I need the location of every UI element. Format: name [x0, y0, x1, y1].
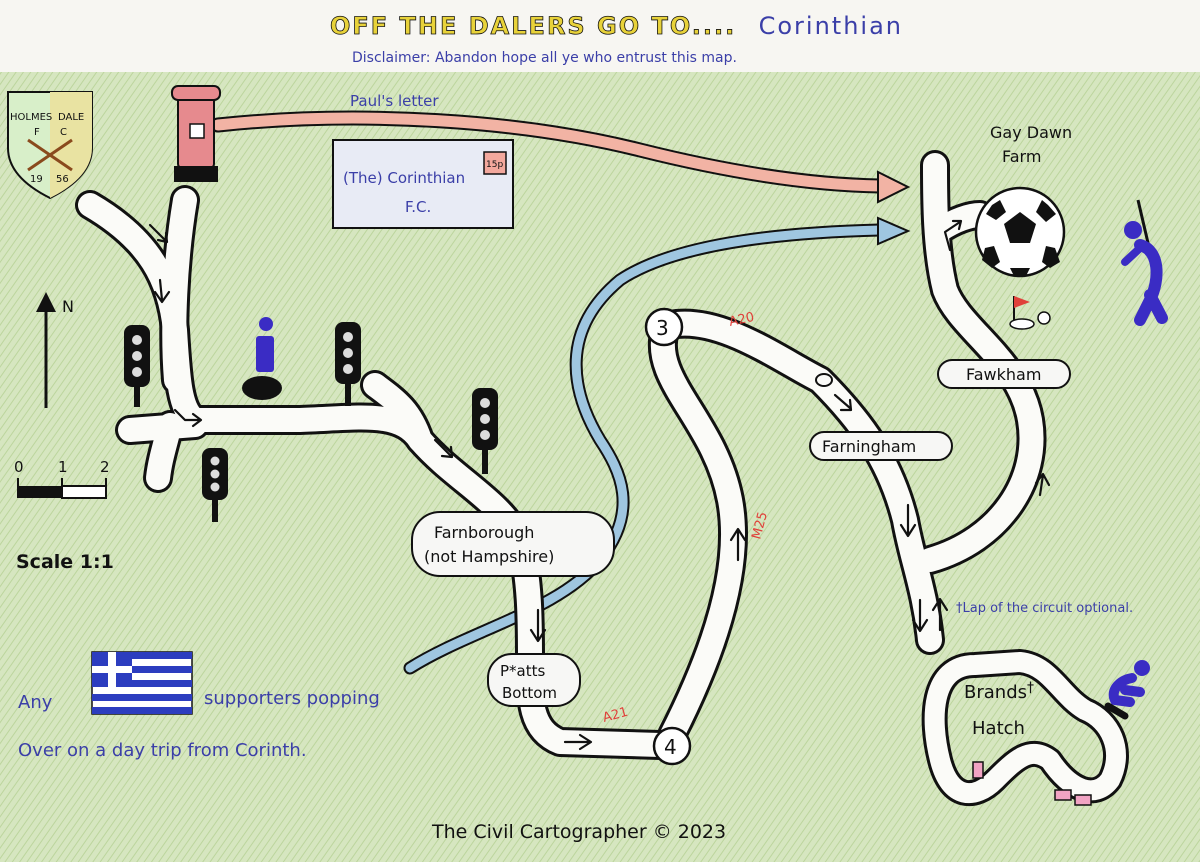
golf-flag-icon	[1009, 296, 1051, 330]
credit: The Civil Cartographer © 2023	[431, 821, 726, 843]
junction-3-marker: 3	[644, 307, 684, 347]
greek-note-any: Any	[18, 692, 53, 713]
farnborough-label-2: (not Hampshire)	[424, 547, 554, 566]
svg-text:F: F	[34, 127, 40, 138]
a20-label: A20	[728, 310, 756, 330]
svg-text:HOLMES: HOLMES	[10, 112, 52, 123]
scale-tick-2: 2	[100, 458, 110, 476]
football-icon	[974, 186, 1066, 278]
svg-text:4: 4	[664, 735, 677, 759]
gay-dawn-farm-label-2: Farm	[1002, 147, 1041, 166]
scale-bar: 0 1 2 Scale 1:1	[14, 458, 114, 573]
stamp-value: 15p	[486, 160, 503, 170]
direction-arrows	[148, 219, 1051, 751]
svg-text:3: 3	[656, 316, 669, 340]
junction-4-marker: 4	[652, 726, 692, 766]
m25-label: M25	[749, 510, 771, 541]
scale-label: Scale 1:1	[16, 551, 114, 573]
fawkham-label: Fawkham	[966, 365, 1041, 384]
farningham-pill	[809, 431, 953, 461]
traffic-light-icon	[472, 388, 498, 474]
svg-text:C: C	[60, 127, 67, 138]
envelope-line-1: (The) Corinthian	[343, 169, 465, 187]
traffic-light-icon	[124, 325, 150, 407]
traffic-light-icon	[202, 448, 228, 522]
svg-text:DALE: DALE	[58, 112, 84, 123]
a21-label: A21	[601, 705, 629, 726]
fawkham-pill	[937, 359, 1071, 389]
golfer-icon	[1121, 199, 1168, 326]
greek-note-line-2: Over on a day trip from Corinth.	[18, 740, 307, 761]
information-icon	[242, 317, 282, 400]
greek-note-rest: supporters popping	[204, 688, 380, 709]
scale-tick-0: 0	[14, 458, 24, 476]
crest-icon: HOLMES DALE F C 19 56	[7, 91, 93, 200]
farnborough-label-1: Farnborough	[434, 523, 534, 542]
north-label: N	[62, 297, 74, 316]
scale-tick-1: 1	[58, 458, 68, 476]
letter-path-fill	[212, 112, 886, 192]
envelope-icon: 15p (The) Corinthian F.C.	[332, 139, 514, 229]
farnborough-pill	[411, 511, 615, 577]
pratts-bottom-label-2: Bottom	[502, 684, 557, 702]
motorcyclist-icon	[1104, 660, 1150, 720]
letter-path-arrowhead	[877, 170, 911, 204]
traffic-light-icon	[335, 322, 361, 406]
greek-flag-icon	[91, 651, 193, 715]
pratts-bottom-pill	[487, 653, 581, 707]
brands-hatch-label-2: Hatch	[972, 718, 1025, 739]
envelope-line-2: F.C.	[405, 198, 431, 216]
pratts-bottom-label-1: P*atts	[500, 662, 546, 680]
circuit-kerbs	[972, 761, 1092, 806]
post-box-icon	[171, 85, 221, 182]
disclaimer: Disclaimer: Abandon hope all ye who entr…	[352, 50, 737, 66]
svg-text:19: 19	[30, 174, 43, 185]
gay-dawn-farm-label-1: Gay Dawn	[990, 123, 1072, 142]
lap-note: †Lap of the circuit optional.	[956, 601, 1133, 616]
brands-hatch-label-1: Brands†	[964, 680, 1034, 703]
svg-text:56: 56	[56, 174, 69, 185]
roundabout-icon	[815, 373, 833, 387]
compass-arrow-icon: N	[36, 292, 74, 408]
river-arrowhead	[877, 216, 911, 246]
map-title: OFF THE DALERS GO TO.... Corinthian	[330, 12, 903, 40]
pauls-letter-label: Paul's letter	[350, 92, 439, 110]
farningham-label: Farningham	[822, 437, 916, 456]
river-fill	[405, 225, 885, 673]
